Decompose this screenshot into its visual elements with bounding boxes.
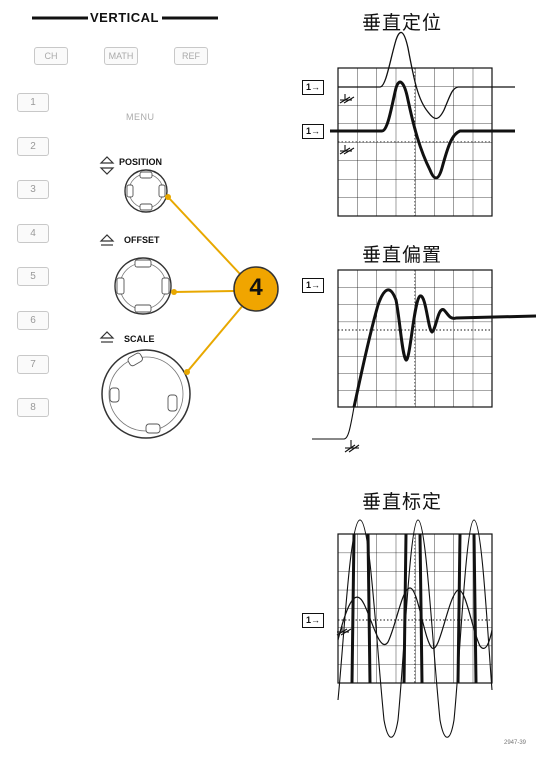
scale-trace-thick xyxy=(350,533,478,684)
scale-up-icon xyxy=(99,331,115,343)
offset-label: OFFSET xyxy=(124,235,160,245)
channel-button-7[interactable]: 7 xyxy=(17,355,49,374)
ch-button[interactable]: CH xyxy=(34,47,68,65)
math-button[interactable]: MATH xyxy=(104,47,138,65)
position-knob[interactable] xyxy=(124,169,168,213)
channel1-marker: 1→ xyxy=(302,278,324,293)
channel-button-1[interactable]: 1 xyxy=(17,93,49,112)
scale-label: SCALE xyxy=(124,334,155,344)
channel-button-6[interactable]: 6 xyxy=(17,311,49,330)
channel-button-3[interactable]: 3 xyxy=(17,180,49,199)
scale-knob[interactable] xyxy=(101,349,191,439)
position-updown-icon xyxy=(99,156,115,175)
channel-button-4[interactable]: 4 xyxy=(17,224,49,243)
callout-badge xyxy=(233,266,279,312)
offset-section-title: 垂直偏置 xyxy=(362,244,443,266)
vertical-title: VERTICAL xyxy=(90,10,159,25)
ground-icon xyxy=(339,94,355,155)
offset-up-icon xyxy=(99,234,115,246)
position-trace-thick xyxy=(330,80,515,180)
channel-button-2[interactable]: 2 xyxy=(17,137,49,156)
position-grid xyxy=(337,67,493,217)
channel1-marker: 1→ xyxy=(302,613,324,628)
position-trace-thin xyxy=(338,31,515,120)
channel-button-5[interactable]: 5 xyxy=(17,267,49,286)
scale-grid xyxy=(337,533,493,684)
ground-icon xyxy=(336,626,352,636)
menu-label: MENU xyxy=(126,112,155,122)
position-section-title: 垂直定位 xyxy=(362,12,443,34)
callout-number: 4 xyxy=(249,274,263,301)
offset-trace-lead xyxy=(312,406,355,440)
channel1-marker: 1→ xyxy=(302,80,324,95)
ref-button[interactable]: REF xyxy=(174,47,208,65)
callout-lines xyxy=(165,194,245,375)
ground-icon xyxy=(344,440,360,453)
offset-trace xyxy=(352,288,536,408)
offset-knob[interactable] xyxy=(114,257,172,315)
scale-section-title: 垂直标定 xyxy=(362,491,443,513)
position-label: POSITION xyxy=(119,157,163,167)
offset-grid xyxy=(337,269,493,408)
figure-id: 2947-39 xyxy=(504,740,527,746)
scale-trace-large xyxy=(337,519,493,738)
channel-button-8[interactable]: 8 xyxy=(17,398,49,417)
channel1-marker: 1→ xyxy=(302,124,324,139)
